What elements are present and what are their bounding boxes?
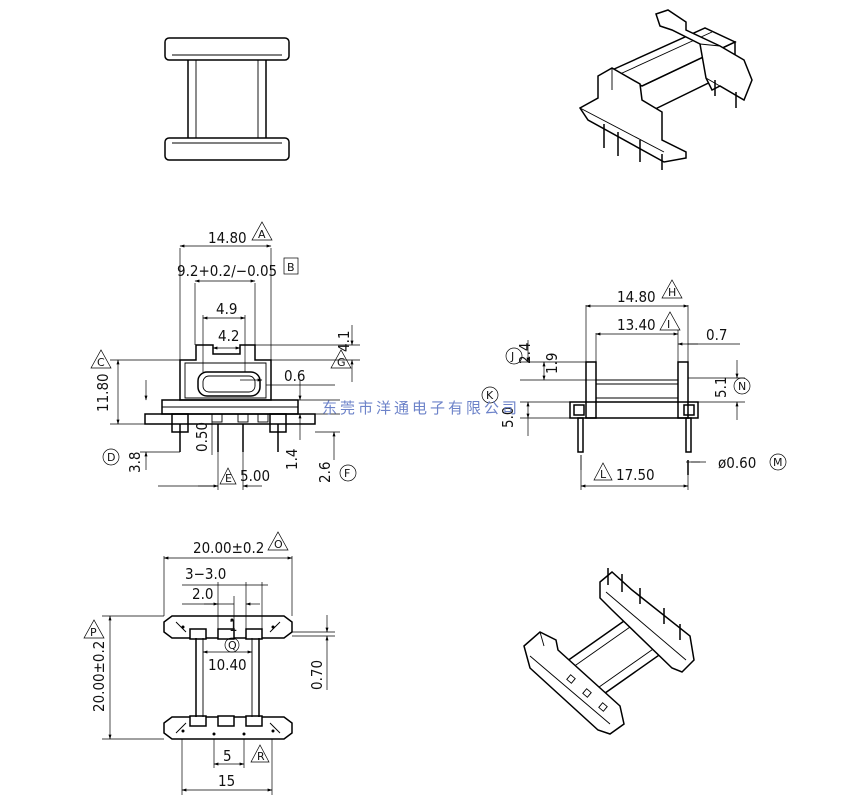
bottom-slot-pitch-dim: 2.0: [192, 585, 213, 603]
front-slot-width-dim: 9.2+0.2/−0.05: [177, 262, 277, 280]
tag-h-label: H: [668, 286, 676, 299]
bottom-view: [102, 556, 335, 795]
tag-c-label: C: [97, 356, 105, 369]
tag-o: O: [267, 531, 289, 551]
tag-b-label: B: [287, 261, 295, 274]
tag-l: L: [593, 462, 613, 481]
isometric-view-top: [578, 9, 753, 170]
top-view: [164, 37, 290, 161]
front-base-offset-dim: 2.6: [316, 462, 334, 483]
tag-a-label: A: [258, 228, 266, 241]
bottom-pin-pitch-dim: 5: [223, 747, 232, 765]
tag-j: J: [505, 347, 523, 365]
side-core-height-dim: 5.1: [712, 377, 730, 398]
tag-m: M: [769, 453, 787, 471]
tag-c: C: [90, 349, 112, 369]
bottom-width-dim: 20.00±0.2: [193, 539, 264, 557]
side-flange-top-dim: 2.4: [516, 343, 534, 364]
bottom-slots-dim: 3−3.0: [185, 565, 226, 583]
bottom-core-span-dim: 10.40: [208, 656, 247, 674]
front-core-width-dim: 4.2: [218, 327, 239, 345]
tag-f: F: [339, 464, 357, 482]
front-width-dim: 14.80: [208, 229, 247, 247]
watermark: 东莞市洋通电子有限公司: [322, 399, 520, 417]
tag-h: H: [661, 279, 683, 299]
front-pin-height-dim: 3.8: [126, 452, 144, 473]
tag-a: A: [251, 221, 273, 241]
side-width-dim: 14.80: [617, 288, 656, 306]
side-inner-width-dim: 13.40: [617, 316, 656, 334]
tag-i-label: I: [667, 318, 670, 331]
tag-g-label: G: [337, 356, 346, 369]
tag-p-label: P: [90, 626, 97, 639]
tag-l-label: L: [600, 468, 607, 481]
tag-f-label: F: [344, 467, 350, 480]
tag-d: D: [102, 448, 120, 466]
front-flange-thickness-dim: 1.4: [283, 449, 301, 470]
tag-b: B: [283, 257, 299, 275]
tag-k-label: K: [486, 389, 494, 402]
tag-n-label: N: [738, 380, 746, 393]
tag-i: I: [659, 311, 681, 331]
tag-p: P: [83, 619, 105, 639]
tag-r-label: R: [257, 750, 265, 763]
front-view: [110, 244, 360, 490]
bottom-slot-depth-dim: 0.70: [308, 660, 326, 690]
front-pin-pitch-dim: 5.00: [240, 467, 270, 485]
tag-n: N: [733, 377, 751, 395]
side-base-height-dim: 5.0: [499, 407, 517, 428]
side-step-dim: 1.9: [543, 353, 561, 374]
bottom-marker-label: 1: [229, 617, 238, 635]
bottom-length-dim: 20.00±0.2: [90, 641, 108, 712]
tag-q-label: Q: [228, 639, 237, 652]
front-wall-dim: 0.6: [284, 367, 305, 385]
tag-q: Q: [224, 637, 240, 653]
side-wall-dim: 0.7: [706, 326, 727, 344]
tag-g: G: [330, 349, 352, 369]
side-view: [520, 304, 745, 490]
front-pin-gap-dim: 0.50: [193, 422, 211, 452]
tag-j-label: J: [510, 350, 514, 363]
tag-e: E: [219, 467, 237, 485]
tag-e-label: E: [225, 472, 232, 485]
bottom-pin-row-dim: 15: [218, 772, 235, 790]
front-height-dim: 11.80: [94, 373, 112, 412]
tag-r: R: [250, 744, 270, 763]
side-pin-dia-dim: ø0.60: [718, 454, 756, 472]
tag-k: K: [481, 386, 499, 404]
side-pin-span-dim: 17.50: [616, 466, 655, 484]
tag-m-label: M: [773, 456, 783, 469]
front-top-offset-dim: 4.1: [335, 331, 353, 352]
tag-d-label: D: [107, 451, 115, 464]
tag-o-label: O: [274, 538, 283, 551]
isometric-view-bottom: [523, 568, 695, 735]
front-inner-width-dim: 4.9: [216, 300, 237, 318]
